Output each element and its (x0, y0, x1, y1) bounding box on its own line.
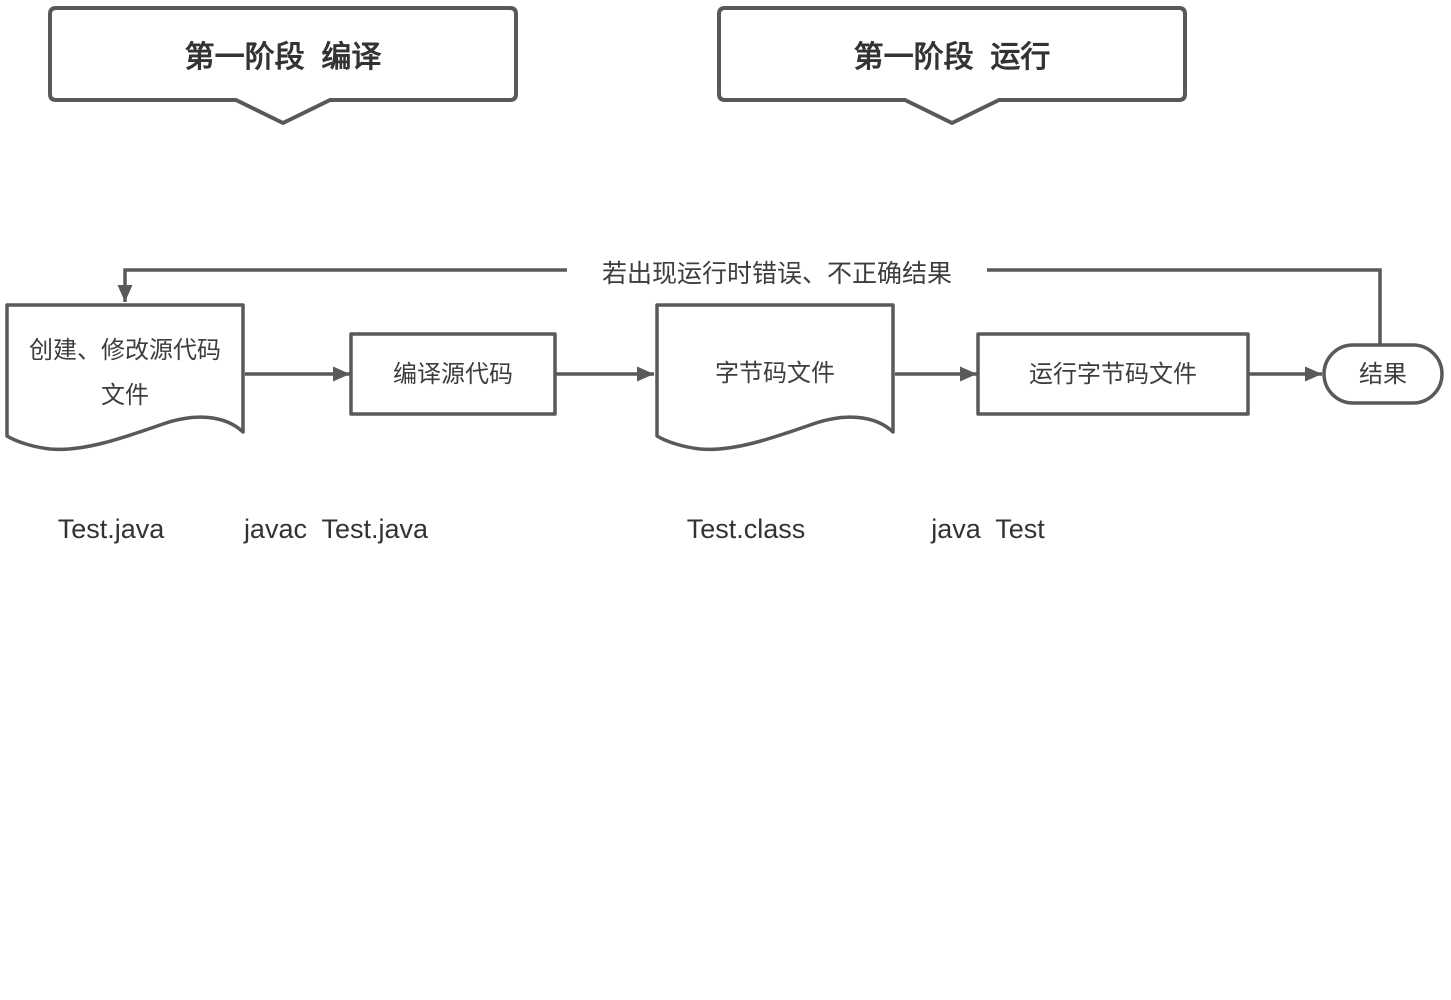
feedback-loop-label: 若出现运行时错误、不正确结果 (567, 251, 987, 293)
banner-run-label: 第一阶段 运行 (853, 41, 1051, 74)
process-run-shape (976, 332, 1250, 416)
process-compile-shape (349, 332, 557, 416)
process-compile-label: 编译源代码 (393, 360, 513, 388)
caption-javac-test-java: javac Test.java (243, 513, 429, 544)
caption-test-class: Test.class (686, 513, 806, 544)
document-source-label-line2: 文件 (101, 382, 149, 409)
document-source-label: 创建、修改源代码 文件 (5, 303, 245, 443)
banner-run-shape (717, 6, 1187, 125)
document-bytecode-label: 字节码文件 (715, 359, 835, 387)
document-bytecode-shape (655, 303, 895, 452)
terminal-result-label: 结果 (1359, 360, 1407, 388)
banner-compile-label: 第一阶段 编译 (184, 41, 382, 74)
caption-java-test: java Test (931, 513, 1045, 544)
document-source-label-line1: 创建、修改源代码 (29, 337, 221, 364)
caption-test-java: Test.java (57, 513, 165, 544)
process-run-label: 运行字节码文件 (1029, 360, 1197, 388)
banner-compile-shape (48, 6, 518, 125)
terminal-result-shape (1322, 343, 1444, 405)
document-source-shape (5, 303, 245, 452)
